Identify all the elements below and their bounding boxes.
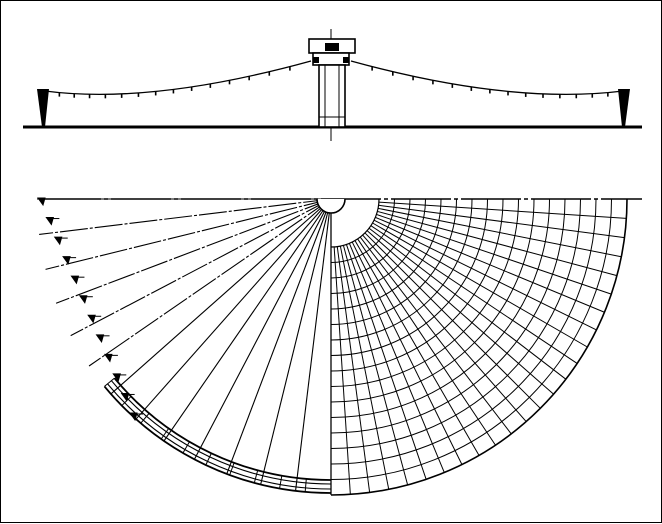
ring-line — [330, 198, 519, 387]
radial-cable — [88, 198, 332, 367]
ring-line — [330, 198, 488, 356]
plan-view — [37, 197, 642, 496]
ring-line — [330, 198, 535, 403]
mast-shaft — [318, 64, 346, 128]
suspension-cable-right — [350, 60, 624, 96]
anchor-marker — [53, 236, 63, 246]
ring-line — [330, 198, 442, 310]
radial-cable — [163, 198, 332, 442]
edge-ring-tie — [253, 470, 259, 483]
radial-cable — [55, 198, 332, 304]
radial-cable — [110, 198, 332, 395]
edge-ring-tie — [182, 441, 190, 454]
central-hub — [316, 198, 346, 214]
radial-cable — [260, 198, 332, 485]
elevation-view — [23, 29, 642, 141]
edge-ring-tie — [229, 462, 235, 476]
suspension-cable-left — [44, 60, 312, 96]
edge-ring-tie — [140, 412, 150, 424]
edge-ring-tie — [205, 453, 212, 466]
edge-ring-tie — [304, 478, 307, 492]
anchor-pylon-right — [618, 89, 630, 127]
anchor-marker — [112, 373, 121, 383]
anchor-marker — [129, 412, 138, 422]
anchor-marker — [87, 314, 96, 324]
ring-line — [330, 198, 395, 263]
ring-line — [330, 198, 566, 434]
radial-cable — [45, 198, 332, 270]
ring-line — [330, 198, 597, 465]
radial-cable — [70, 198, 332, 337]
anchor-marker — [37, 197, 46, 207]
radial-cable — [295, 198, 332, 491]
cable-hangers — [58, 66, 609, 99]
anchor-marker — [70, 275, 80, 285]
radial-cables-left-quadrant — [37, 198, 332, 493]
anchor-marker — [103, 353, 113, 363]
anchor-marker — [95, 334, 105, 343]
anchor-pylon-left — [37, 89, 49, 127]
ring-line — [330, 198, 426, 294]
ring-line — [330, 198, 550, 418]
anchor-marker — [78, 295, 88, 304]
ring-line — [330, 198, 411, 279]
radial-cable — [135, 198, 332, 420]
edge-ring-arc — [113, 377, 332, 481]
radial-cable — [193, 198, 332, 460]
central-mast — [308, 38, 356, 128]
radial-cable — [226, 198, 332, 475]
anchor-marker — [62, 256, 71, 265]
ring-line — [330, 198, 612, 480]
edge-ring-tie — [279, 475, 283, 489]
radial-cable — [39, 198, 332, 235]
ring-line — [330, 198, 504, 372]
compression-edge-ring — [103, 377, 332, 494]
ring-line — [330, 198, 473, 341]
ring-line — [330, 198, 581, 449]
edge-ring-tie — [104, 377, 115, 387]
roof-grid-right-quadrant — [330, 198, 628, 496]
edge-ring-tie — [160, 428, 170, 440]
cable-anchors — [37, 197, 143, 422]
anchor-marker — [120, 392, 130, 402]
anchor-marker — [45, 217, 55, 226]
ring-line — [330, 198, 457, 325]
